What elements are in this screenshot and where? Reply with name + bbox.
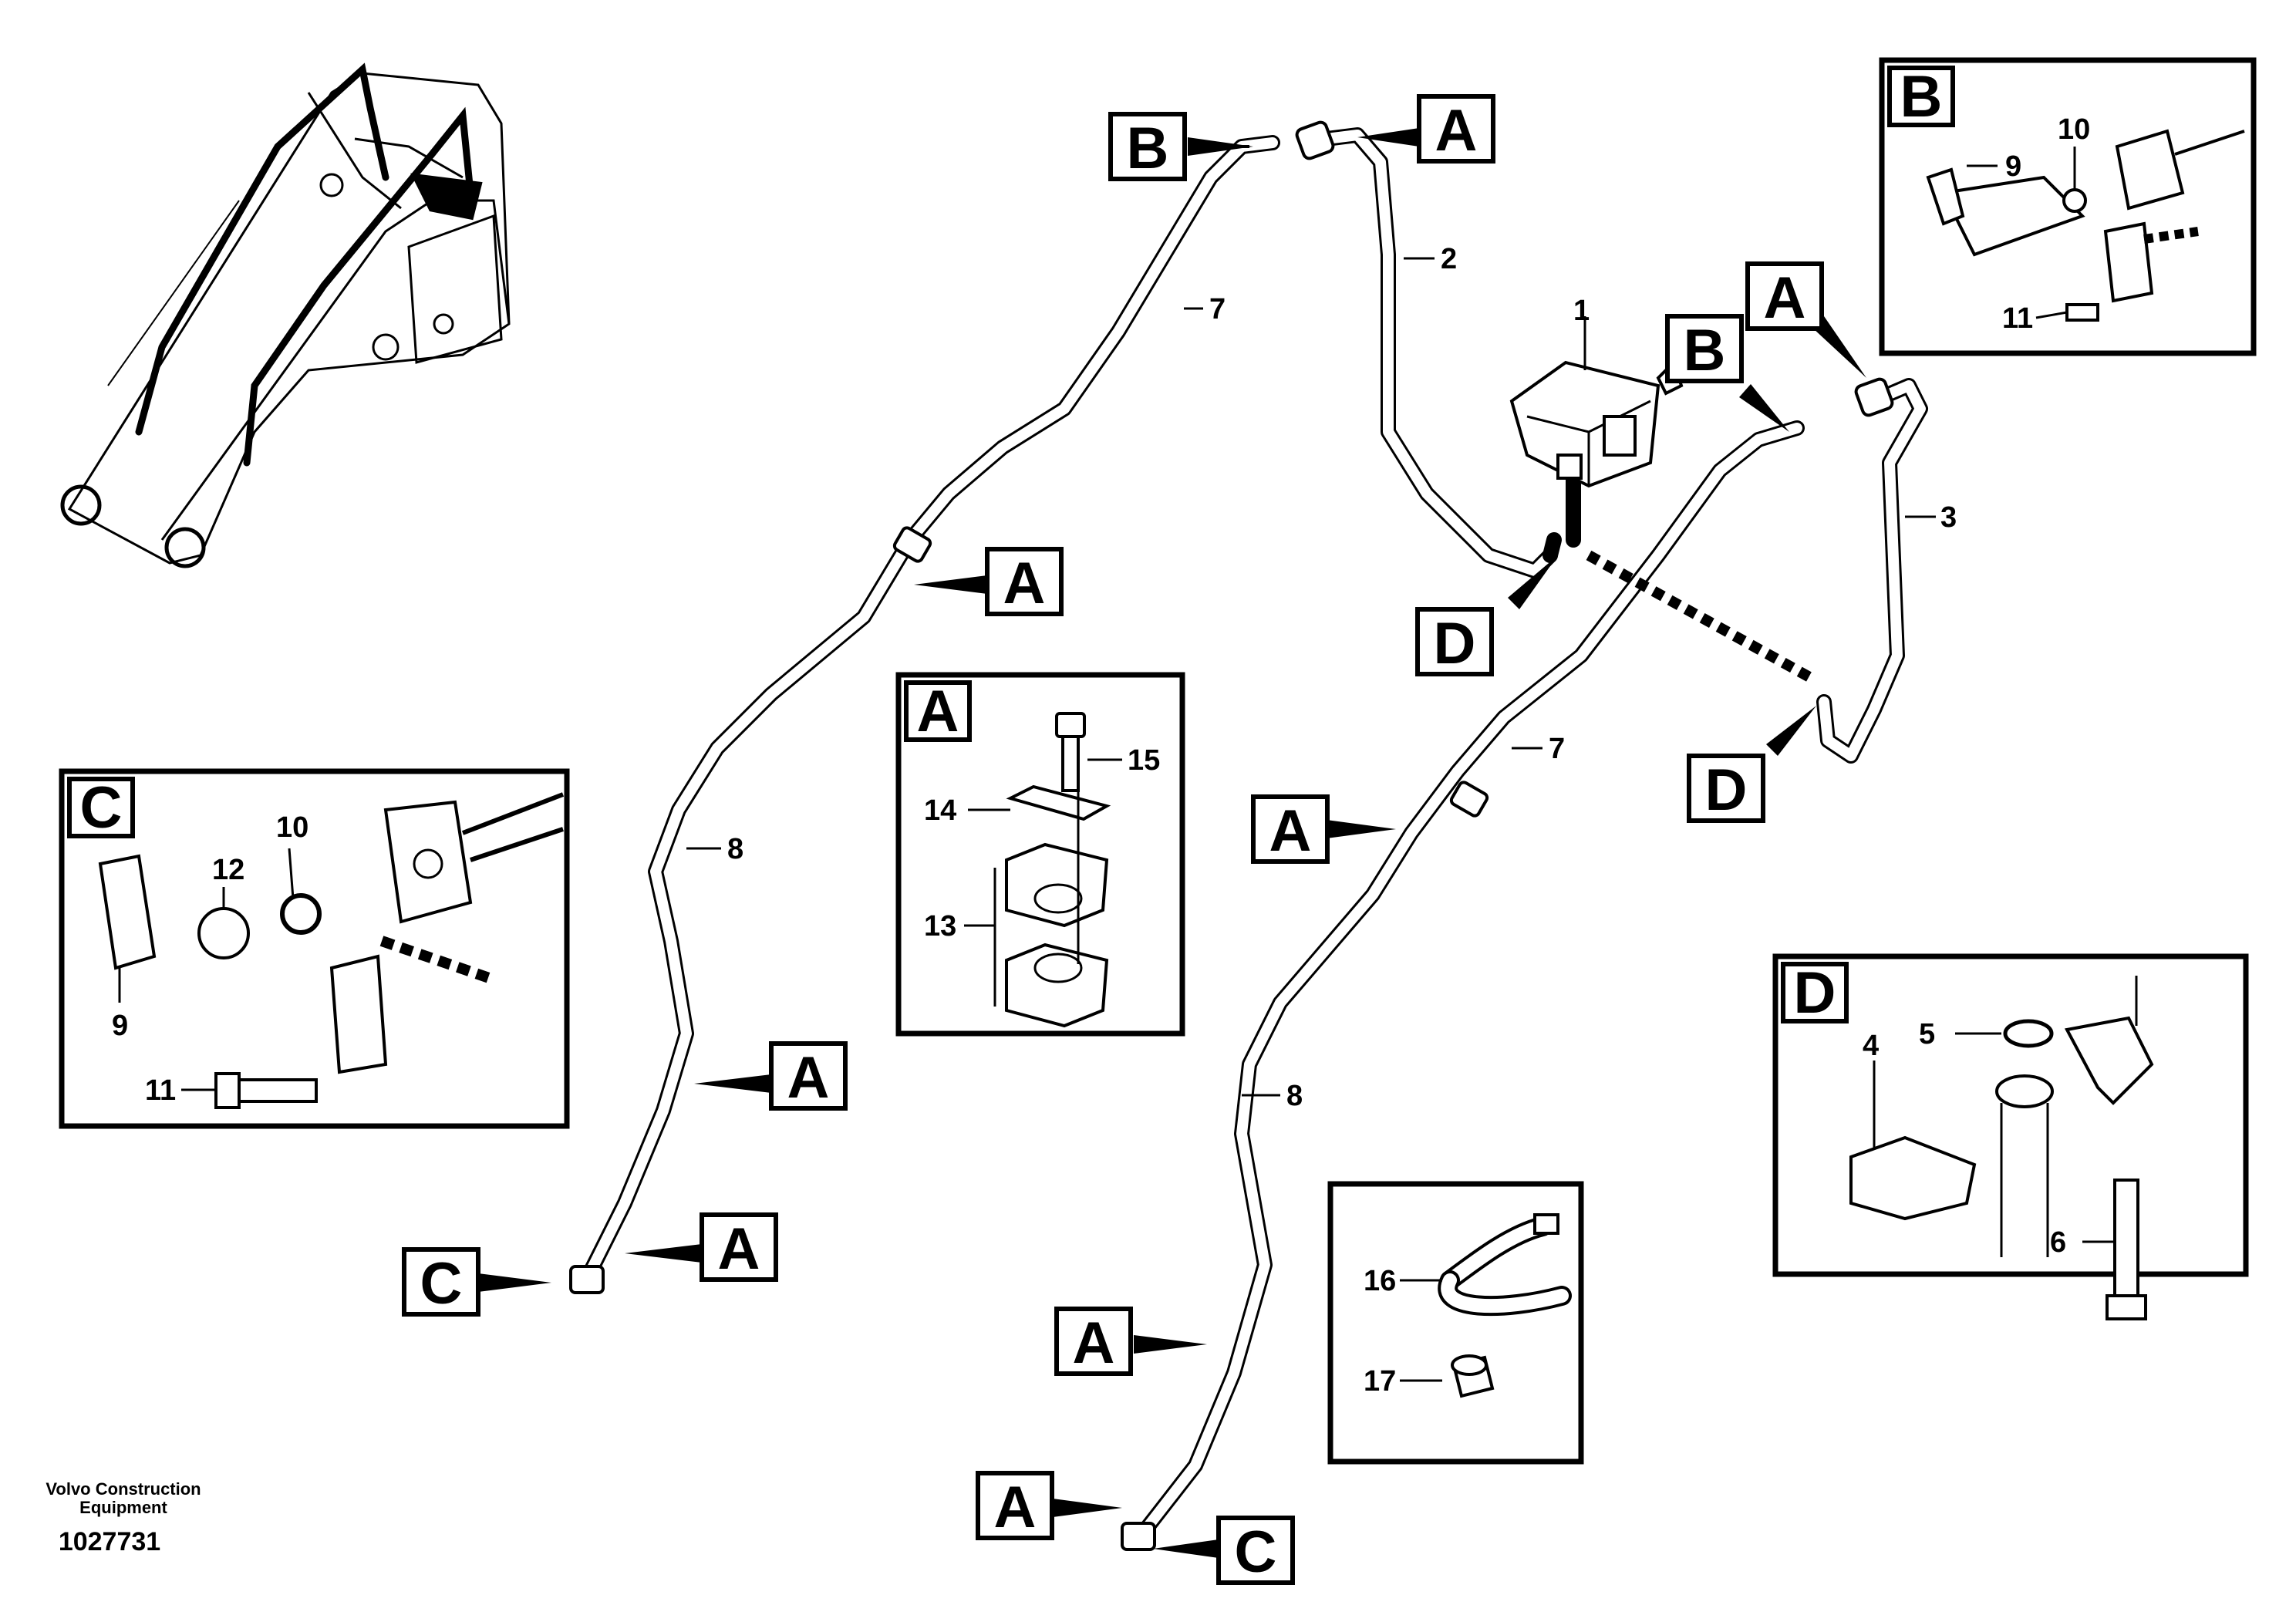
detail-a-title: A bbox=[917, 679, 959, 744]
detail-c-callout-9: 9 bbox=[112, 1010, 128, 1042]
ref-label-a: A bbox=[718, 1216, 760, 1282]
callout-17: 17 bbox=[1364, 1365, 1396, 1398]
callout-7-right: 7 bbox=[1549, 733, 1565, 765]
detail-a-callout-14: 14 bbox=[924, 794, 956, 827]
ref-label-b: B bbox=[1127, 116, 1169, 181]
callout-numbers: 1 2 3 7 7 8 8 bbox=[727, 243, 1957, 1112]
machine-overview bbox=[60, 72, 511, 568]
accessories-box: 16 17 bbox=[1327, 1181, 1584, 1465]
ref-label-c: C bbox=[420, 1251, 463, 1317]
company-name-line2: Equipment bbox=[79, 1498, 167, 1517]
reference-labels: B A A A A C B A D D bbox=[402, 94, 1866, 1585]
ref-label-a: A bbox=[1003, 551, 1046, 616]
ref-label-a: A bbox=[1435, 98, 1478, 164]
detail-b-callout-10: 10 bbox=[2058, 113, 2090, 146]
detail-a-callout-13: 13 bbox=[924, 910, 956, 943]
detail-b-title: B bbox=[1900, 64, 1943, 130]
detail-c-callout-10: 10 bbox=[276, 811, 308, 844]
callout-7-left: 7 bbox=[1209, 293, 1226, 325]
callout-8-left: 8 bbox=[727, 833, 743, 865]
callout-8-right: 8 bbox=[1286, 1080, 1303, 1112]
detail-c-callout-11: 11 bbox=[145, 1074, 176, 1107]
detail-a-callout-15: 15 bbox=[1128, 744, 1160, 777]
callout-16: 16 bbox=[1364, 1265, 1396, 1297]
valve-block bbox=[1509, 359, 1684, 488]
callout-leaders bbox=[686, 257, 1936, 1097]
ref-label-a: A bbox=[1073, 1310, 1115, 1376]
detail-d: D 5 4 6 bbox=[1772, 953, 2249, 1320]
ref-label-a: A bbox=[1764, 265, 1806, 331]
document-number: 1027731 bbox=[59, 1527, 160, 1556]
ref-label-a: A bbox=[1269, 798, 1312, 864]
overview-hose-routing bbox=[135, 62, 483, 467]
footer: Volvo Construction Equipment 1027731 bbox=[46, 1479, 201, 1556]
detail-a: A 15 14 13 bbox=[895, 672, 1185, 1037]
detail-d-callout-5: 5 bbox=[1919, 1018, 1935, 1050]
ref-label-d: D bbox=[1434, 611, 1476, 676]
detail-b-callout-11: 11 bbox=[2002, 302, 2033, 335]
detail-d-callout-6: 6 bbox=[2050, 1226, 2066, 1259]
detail-c: C 12 10 9 11 bbox=[59, 768, 570, 1129]
detail-c-title: C bbox=[80, 775, 123, 841]
ref-label-c: C bbox=[1235, 1519, 1277, 1585]
detail-b: B 9 10 11 bbox=[1879, 57, 2257, 356]
ref-label-a: A bbox=[787, 1045, 830, 1111]
detail-b-callout-9: 9 bbox=[2005, 150, 2021, 183]
detail-c-callout-12: 12 bbox=[212, 854, 244, 886]
ref-label-d: D bbox=[1705, 757, 1748, 823]
detail-d-callout-4: 4 bbox=[1863, 1030, 1879, 1062]
left-hose-assembly bbox=[569, 120, 1562, 1294]
callout-3: 3 bbox=[1940, 501, 1957, 534]
callout-2: 2 bbox=[1441, 243, 1457, 275]
ref-label-b: B bbox=[1684, 318, 1726, 383]
company-name-line1: Volvo Construction bbox=[46, 1479, 201, 1499]
callout-1: 1 bbox=[1573, 295, 1590, 327]
detail-d-title: D bbox=[1794, 960, 1836, 1026]
ref-label-a: A bbox=[994, 1475, 1037, 1540]
